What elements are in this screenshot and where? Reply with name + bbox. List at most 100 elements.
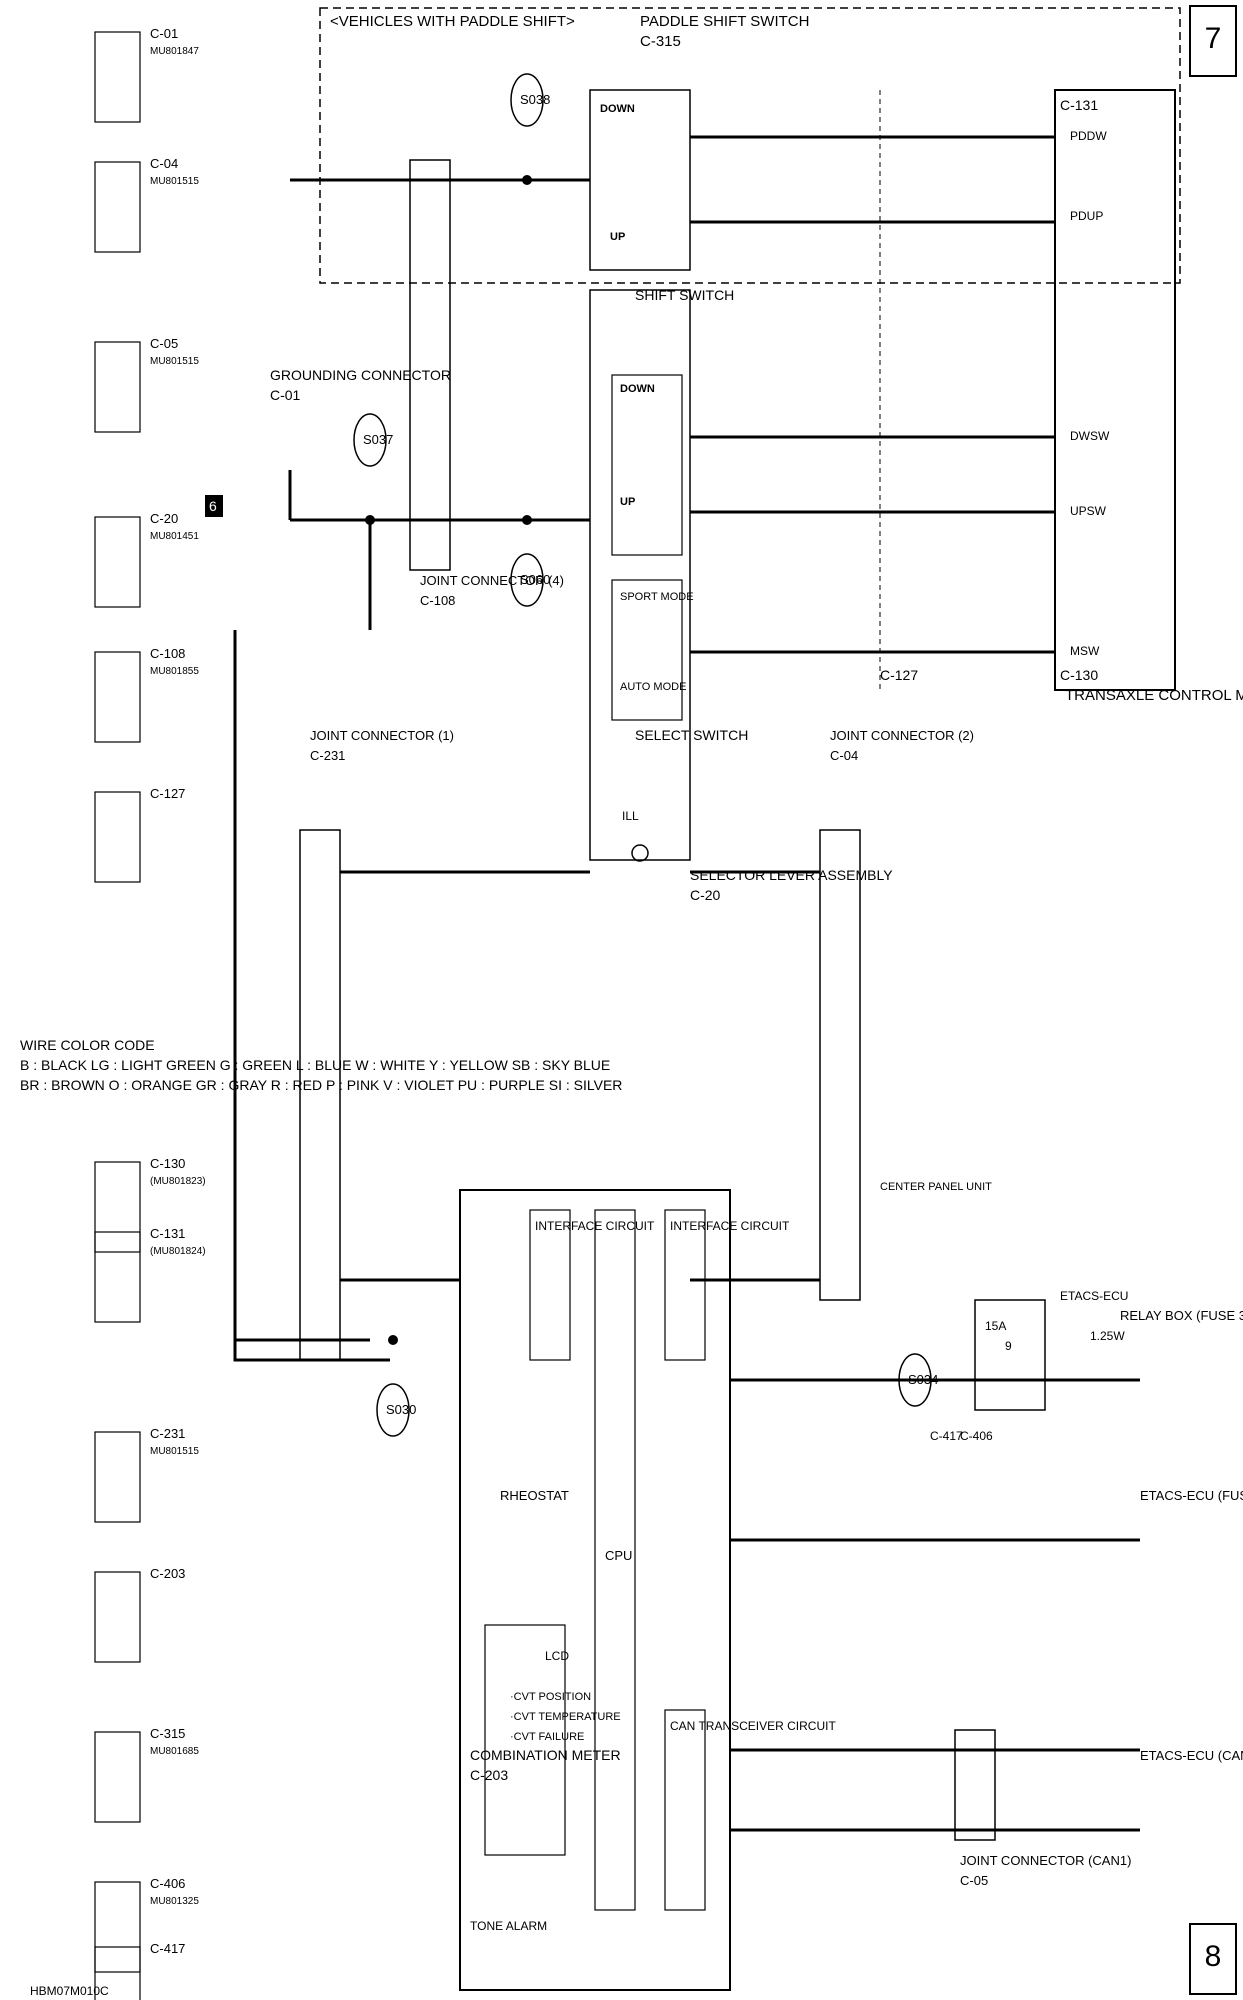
sig-pdup: PDUP [1070, 209, 1103, 223]
svg-text:BR : BROWN O : ORANGE GR :: BR : BROWN O : ORANGE GR : GRAY R : RED … [20, 1077, 622, 1093]
grounding-connector-label: GROUNDING CONNECTOR [270, 367, 451, 383]
signal-wires [690, 135, 1055, 654]
connector-id: C-231 [150, 1426, 185, 1441]
paddle-switch-label: PADDLE SHIFT SWITCH [640, 13, 809, 30]
connector-part: MU801685 [150, 1746, 199, 1757]
select-switch-label: SELECT SWITCH [635, 727, 748, 743]
joint-connector-2 [819, 829, 861, 1301]
connector-face [94, 31, 141, 123]
connector-id: C-01 [150, 26, 178, 41]
ground-marker [205, 495, 223, 517]
joint1-id: C-231 [310, 748, 345, 763]
grounding-connector-id: C-01 [270, 387, 301, 403]
connector-face [94, 1881, 141, 1973]
auto-mode-label: AUTO MODE [620, 681, 686, 693]
sport-mode-label: SPORT MODE [620, 591, 694, 603]
svg-text:S037: S037 [363, 432, 393, 447]
center-panel-label: CENTER PANEL UNIT [880, 1181, 992, 1193]
shift-switch-label: SHIFT SWITCH [635, 287, 734, 303]
connector-part: (MU801823) [150, 1176, 206, 1187]
selector-lever-label: SELECTOR LEVER ASSEMBLY [690, 867, 893, 883]
paddle-shift-boundary [319, 7, 1181, 284]
connector-part: MU801325 [150, 1896, 199, 1907]
connector-face [94, 1731, 141, 1823]
connector-id: C-130 [150, 1156, 185, 1171]
connector-face [94, 1571, 141, 1663]
power-wires [730, 1378, 1140, 1832]
connector-legend: C-01MU801847C-04MU801515C-05MU801515C-20… [94, 26, 206, 2000]
can-transceiver-label: CAN TRANSCEIVER CIRCUIT [670, 1719, 836, 1733]
svg-text:S060: S060 [520, 572, 550, 587]
joint4-label: JOINT CONNECTOR (4) [420, 573, 564, 588]
connector-id: C-127 [150, 786, 185, 801]
svg-text:WIRE COLOR CODE: WIRE COLOR CODE [20, 1037, 155, 1053]
svg-text:S030: S030 [386, 1402, 416, 1417]
interface-circuit-lower [529, 1209, 571, 1361]
connector-face [94, 791, 141, 883]
paddle-vehicles-label: <VEHICLES WITH PADDLE SHIFT> [330, 13, 575, 30]
svg-text:8: 8 [1205, 1940, 1222, 1973]
connector-part: MU801451 [150, 531, 199, 542]
connector-face [94, 1946, 141, 2000]
connector-part: MU801515 [150, 176, 199, 187]
splice-labels: S038 S037 S060 S030 S034 [353, 73, 938, 1437]
splice-node [522, 175, 532, 185]
joint-connector-1 [299, 829, 341, 1361]
sig-dwsw: DWSW [1070, 429, 1110, 443]
lcd-item: ·CVT TEMPERATURE [510, 1711, 621, 1723]
lcd-box [484, 1624, 566, 1856]
tcm-conn-c: C-127 [880, 667, 918, 683]
selector-lever-box [589, 289, 691, 861]
connector-part: MU801515 [150, 1446, 199, 1457]
joint-can-label: JOINT CONNECTOR (CAN1) [960, 1853, 1131, 1868]
lever-wires [340, 870, 820, 1282]
figure-code: HBM07M010C [30, 1984, 109, 1998]
tcm-label: TRANSAXLE CONTROL MODULE [1065, 687, 1243, 704]
ground-marker-label: 6 [209, 498, 217, 514]
select-switch-box [611, 579, 683, 721]
connector-part: (MU801824) [150, 1246, 206, 1257]
paddle-switch-id: C-315 [640, 33, 681, 50]
connector-id: C-108 [150, 646, 185, 661]
shift-switch-box [611, 374, 683, 556]
ill-lamp-icon [631, 844, 649, 862]
shift-down-label: DOWN [620, 383, 655, 395]
connector-part: MU801847 [150, 46, 199, 57]
fuse-box [974, 1299, 1046, 1411]
connector-id: C-131 [150, 1226, 185, 1241]
combination-meter-label: COMBINATION METER [470, 1747, 621, 1763]
connector-id: C-05 [150, 336, 178, 351]
connector-face [94, 1161, 141, 1253]
ground-return-wire [233, 630, 390, 1362]
sig-upsw: UPSW [1070, 504, 1107, 518]
wire-1-25w: 1.25W [1090, 1329, 1125, 1343]
connector-id: C-417 [150, 1941, 185, 1956]
tcm-conn-a: C-131 [1060, 97, 1098, 113]
interface-circuit-label-upper: INTERFACE CIRCUIT [670, 1219, 790, 1233]
connector-id: C-203 [150, 1566, 185, 1581]
combination-meter-id: C-203 [470, 1767, 508, 1783]
rheostat-label: RHEOSTAT [500, 1488, 569, 1503]
fuse-number: 9 [1005, 1339, 1012, 1353]
c406-label: C-406 [960, 1429, 993, 1443]
etacs-ecu-label: ETACS-ECU [1060, 1289, 1128, 1303]
interface-circuit-upper [664, 1209, 706, 1361]
ill-label: ILL [622, 809, 639, 823]
connector-part: MU801855 [150, 666, 199, 677]
joint4-id: C-108 [420, 593, 455, 608]
connector-face [94, 161, 141, 253]
cpu-label: CPU [605, 1548, 632, 1563]
svg-text:B : BLACK LG : LIGHT GREEN: B : BLACK LG : LIGHT GREEN G : GREEN L :… [20, 1057, 610, 1073]
can-transceiver-box [664, 1709, 706, 1911]
c417-label: C-417 [930, 1429, 963, 1443]
tcm-box [1054, 89, 1176, 691]
etacs-fuse12-label: ETACS-ECU (FUSE 12) [1140, 1488, 1243, 1503]
connector-id: C-20 [150, 511, 178, 526]
joint1-label: JOINT CONNECTOR (1) [310, 728, 454, 743]
joint-connector-4 [409, 159, 451, 571]
connector-face [94, 1231, 141, 1323]
lcd-label: LCD [545, 1649, 569, 1663]
etacs-can-label: ETACS-ECU (CAN DRIVE CIRCUIT) [1140, 1748, 1243, 1763]
